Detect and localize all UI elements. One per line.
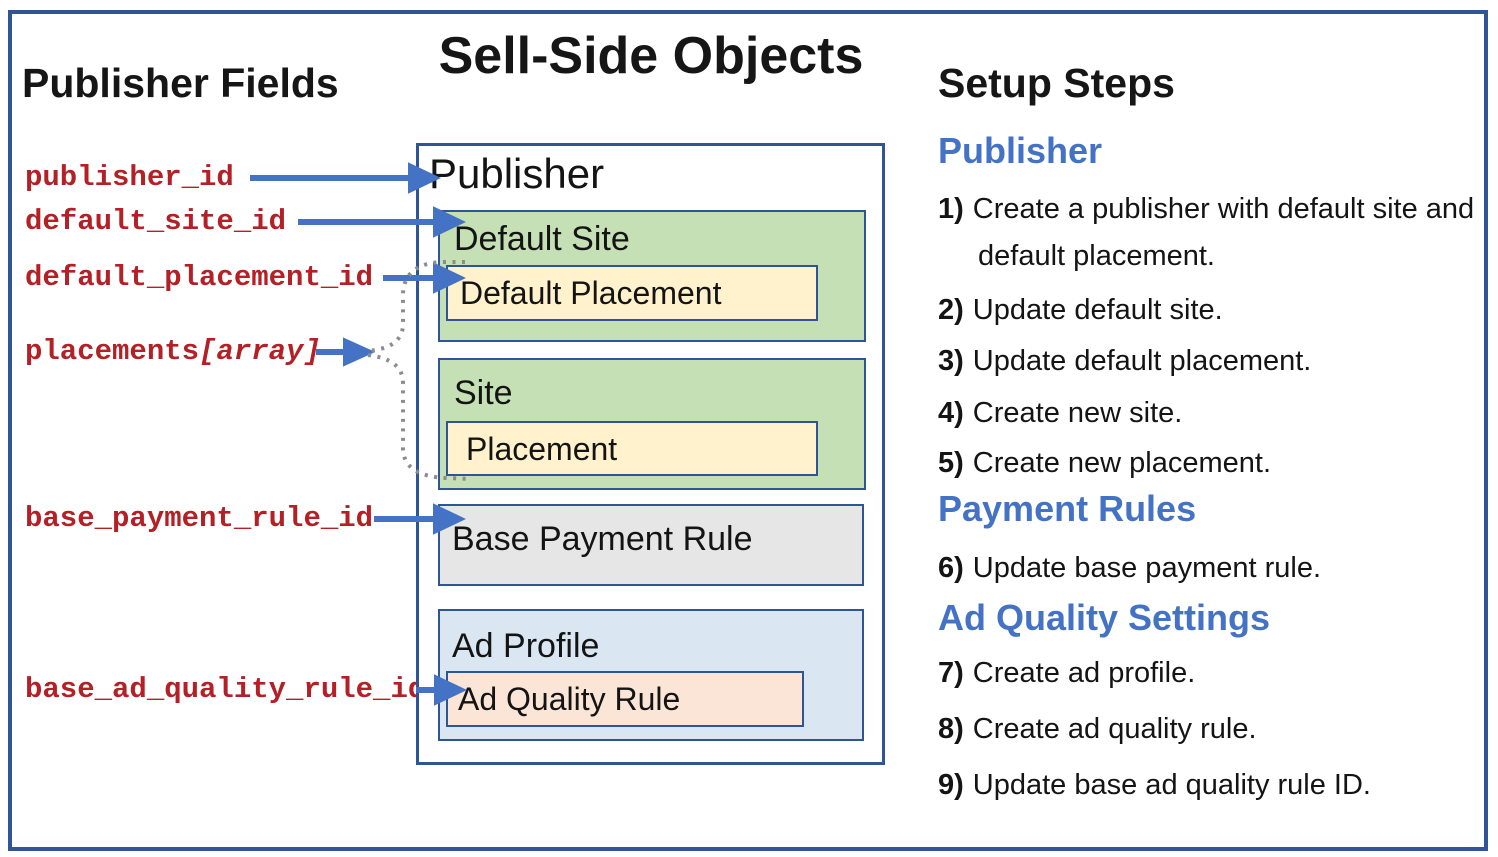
section-heading-publisher: Publisher (938, 130, 1103, 171)
page-title: Sell-Side Objects (438, 27, 864, 85)
setup-step-1: 1)Create a publisher with default site a… (938, 186, 1494, 280)
field-label: base_ad_quality_rule_id (25, 673, 426, 706)
field-publisher-id: publisher_id (25, 161, 234, 194)
field-default-site-id: default_site_id (25, 205, 286, 238)
setup-step-5: 5)Create new placement. (938, 440, 1494, 487)
setup-step-9: 9)Update base ad quality rule ID. (938, 762, 1494, 809)
field-label: publisher_id (25, 161, 234, 194)
step-number: 3) (938, 345, 964, 377)
setup-step-7: 7)Create ad profile. (938, 650, 1494, 697)
step-text: Update base ad quality rule ID. (972, 769, 1371, 801)
base-payment-rule-box: Base Payment Rule (438, 504, 864, 586)
field-label: placements (25, 335, 200, 368)
site-box: Site Placement (438, 358, 866, 490)
setup-step-8: 8)Create ad quality rule. (938, 706, 1494, 753)
field-base-ad-quality-rule-id: base_ad_quality_rule_id (25, 673, 425, 706)
step-text: Create new placement. (972, 447, 1272, 479)
step-number: 9) (938, 769, 964, 801)
field-label: default_site_id (25, 205, 287, 238)
publisher-fields-heading: Publisher Fields (22, 60, 339, 106)
step-text: Create a publisher with default site and… (972, 193, 1475, 272)
publisher-box: Publisher Default Site Default Placement… (416, 143, 885, 765)
step-number: 8) (938, 713, 964, 745)
step-text: Update base payment rule. (972, 552, 1322, 584)
ad-quality-rule-box: Ad Quality Rule (446, 671, 804, 727)
field-placements-array: placements[array] (25, 335, 321, 368)
step-number: 7) (938, 657, 964, 689)
step-text: Update default placement. (972, 345, 1312, 377)
ad-profile-label: Ad Profile (452, 627, 600, 665)
setup-steps-heading: Setup Steps (938, 60, 1175, 106)
field-label-suffix: [array] (199, 335, 321, 368)
publisher-label: Publisher (429, 150, 605, 197)
setup-step-6: 6)Update base payment rule. (938, 545, 1494, 592)
base-payment-rule-label: Base Payment Rule (452, 520, 753, 558)
step-number: 6) (938, 552, 964, 584)
site-label: Site (454, 374, 513, 412)
setup-step-2: 2)Update default site. (938, 287, 1494, 334)
default-site-label: Default Site (454, 220, 630, 258)
default-site-box: Default Site Default Placement (438, 210, 866, 342)
setup-step-3: 3)Update default placement. (938, 338, 1494, 385)
step-text: Update default site. (972, 294, 1223, 326)
step-text: Create new site. (972, 397, 1183, 429)
placement-box: Placement (446, 421, 818, 476)
default-placement-box: Default Placement (446, 265, 818, 321)
section-heading-ad-quality-settings: Ad Quality Settings (938, 597, 1271, 638)
default-placement-label: Default Placement (460, 275, 722, 311)
field-base-payment-rule-id: base_payment_rule_id (25, 502, 373, 535)
setup-step-4: 4)Create new site. (938, 390, 1494, 437)
placement-label: Placement (466, 431, 618, 467)
step-text: Create ad profile. (972, 657, 1196, 689)
step-number: 4) (938, 397, 964, 429)
field-label: default_placement_id (25, 261, 374, 294)
field-default-placement-id: default_placement_id (25, 261, 373, 294)
step-number: 2) (938, 294, 964, 326)
step-number: 5) (938, 447, 964, 479)
section-heading-payment-rules: Payment Rules (938, 488, 1197, 529)
step-text: Create ad quality rule. (972, 713, 1257, 745)
field-label: base_payment_rule_id (25, 502, 374, 535)
ad-profile-box: Ad Profile Ad Quality Rule (438, 609, 864, 741)
step-number: 1) (938, 193, 964, 225)
ad-quality-rule-label: Ad Quality Rule (458, 681, 681, 717)
